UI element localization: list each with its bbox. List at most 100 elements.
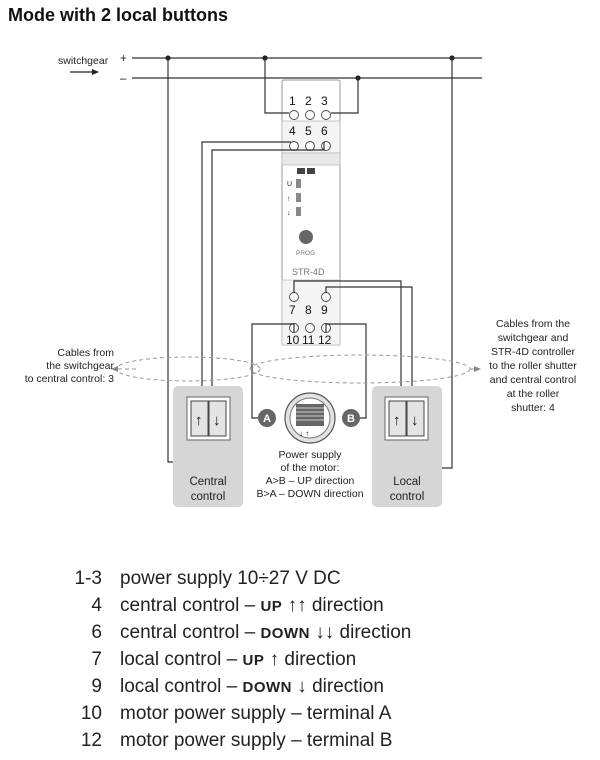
left-note: Cables from the switchgear to central co… [25, 347, 115, 385]
svg-text:Cables from the: Cables from the [496, 318, 570, 330]
legend-description: central control – UP ↑↑ direction [120, 595, 384, 616]
terminal-2: 2 [305, 94, 312, 108]
central-down-button[interactable] [208, 400, 227, 437]
legend-description: power supply 10÷27 V DC [120, 568, 341, 589]
legend-row: 4 central control – UP ↑↑ direction [40, 595, 580, 622]
right-note: Cables from the switchgear and STR-4D co… [489, 318, 577, 414]
terminal-10: 10 [286, 333, 300, 347]
svg-text:STR-4D controller: STR-4D controller [491, 346, 576, 358]
led-down [296, 207, 301, 216]
legend-code: 4 [91, 595, 102, 616]
motor: ↓ ↑ A B [258, 392, 360, 444]
svg-text:Cables from: Cables from [57, 347, 114, 359]
wire-4-to-central [201, 141, 291, 408]
right-arrow [474, 366, 481, 372]
local-cable-zone [249, 354, 471, 384]
local-up-button[interactable] [388, 400, 407, 437]
terminal-8: 8 [305, 303, 312, 317]
led-label-u: U [287, 181, 292, 188]
prog-label: PROG [296, 250, 315, 257]
up-arrow-icon: ↑ [195, 412, 203, 429]
down-arrow-icon: ↓ [411, 412, 419, 429]
svg-text:the switchgear: the switchgear [46, 360, 114, 372]
legend-description: motor power supply – terminal B [120, 730, 393, 751]
legend-description: local control – DOWN ↓ direction [120, 676, 384, 697]
svg-text:at the roller: at the roller [507, 388, 560, 400]
legend-row: 1-3 power supply 10÷27 V DC [40, 568, 580, 595]
terminal-6: 6 [321, 124, 328, 138]
terminal-12: 12 [318, 333, 332, 347]
legend-code: 9 [91, 676, 102, 697]
wire-plus-to-1 [264, 58, 289, 114]
minus-sign: – [120, 73, 127, 85]
legend-description: central control – DOWN ↓↓ direction [120, 622, 412, 643]
led-up [296, 193, 301, 202]
plus-sign: + [120, 53, 127, 65]
legend-code: 10 [80, 703, 102, 724]
model-label: STR-4D [292, 267, 325, 277]
central-control-panel: ↑ ↓ Central control [173, 386, 243, 507]
legend-code: 6 [91, 622, 102, 643]
motor-b-label: B [347, 413, 355, 425]
legend-description: local control – UP ↑ direction [120, 649, 357, 670]
motor-a-label: A [263, 413, 271, 425]
svg-text:to the roller shutter: to the roller shutter [489, 360, 577, 372]
wire-6-to-central [211, 142, 325, 408]
svg-text:to central control: 3: to central control: 3 [25, 373, 114, 385]
local-down-button[interactable] [406, 400, 425, 437]
svg-text:A>B – UP direction: A>B – UP direction [266, 475, 355, 487]
local-control-panel: ↑ ↓ Local control [372, 386, 442, 507]
wire-10-to-motor-a [251, 323, 295, 419]
legend-row: 7 local control – UP ↑ direction [40, 649, 580, 676]
local-label-line1: Local [393, 476, 421, 488]
motor-note: Power supply of the motor: A>B – UP dire… [256, 449, 363, 500]
legend-row: 6 central control – DOWN ↓↓ direction [40, 622, 580, 649]
down-arrow-icon: ↓ [213, 412, 221, 429]
legend-description: motor power supply – terminal A [120, 703, 392, 724]
svg-text:B>A – DOWN direction: B>A – DOWN direction [256, 488, 363, 500]
legend-row: 10 motor power supply – terminal A [40, 703, 580, 730]
svg-text:shutter: 4: shutter: 4 [511, 402, 555, 414]
terminal-1: 1 [289, 94, 296, 108]
diagram-title: Mode with 2 local buttons [8, 5, 228, 25]
central-up-button[interactable] [190, 400, 209, 437]
terminal-9: 9 [321, 303, 328, 317]
switchgear-label: switchgear [58, 55, 109, 67]
svg-text:and central control: and central control [490, 374, 576, 386]
wire-minus-to-3 [331, 78, 359, 114]
led-down-arrow: ↓ [287, 210, 291, 217]
brand-logo [297, 168, 305, 174]
terminal-3: 3 [321, 94, 328, 108]
shutter-icon [296, 404, 324, 426]
legend-row: 12 motor power supply – terminal B [40, 730, 580, 757]
local-label-line2: control [390, 491, 425, 503]
led-up-arrow: ↑ [287, 196, 291, 203]
wire-7-to-local [293, 280, 402, 408]
left-arrow [111, 366, 118, 372]
wire-12-to-motor-b [325, 323, 367, 419]
legend-code: 1-3 [74, 568, 102, 589]
central-cable-zone [115, 356, 261, 382]
up-arrow-icon: ↑ [393, 412, 401, 429]
svg-text:of the motor:: of the motor: [281, 462, 340, 474]
svg-text:Power supply: Power supply [278, 449, 342, 461]
switchgear-arrowhead [92, 69, 99, 75]
terminal-4: 4 [289, 124, 296, 138]
svg-text:switchgear and: switchgear and [498, 332, 569, 344]
central-label-line1: Central [189, 476, 226, 488]
central-label-line2: control [191, 491, 226, 503]
terminal-5: 5 [305, 124, 312, 138]
legend-code: 7 [91, 649, 102, 670]
terminal-legend: 1-3 power supply 10÷27 V DC 4 central co… [40, 568, 580, 757]
terminal-7: 7 [289, 303, 296, 317]
wire-9-to-local [325, 286, 413, 408]
legend-code: 12 [80, 730, 102, 751]
svg-text:↓ ↑: ↓ ↑ [299, 429, 309, 438]
motor-terminal-a [258, 409, 276, 427]
terminal-11: 11 [302, 333, 315, 347]
led-u [296, 179, 301, 188]
motor-terminal-b [342, 409, 360, 427]
prog-button[interactable] [299, 230, 313, 244]
wiring-diagram: Mode with 2 local buttons switchgear + –… [8, 5, 577, 507]
legend-row: 9 local control – DOWN ↓ direction [40, 676, 580, 703]
